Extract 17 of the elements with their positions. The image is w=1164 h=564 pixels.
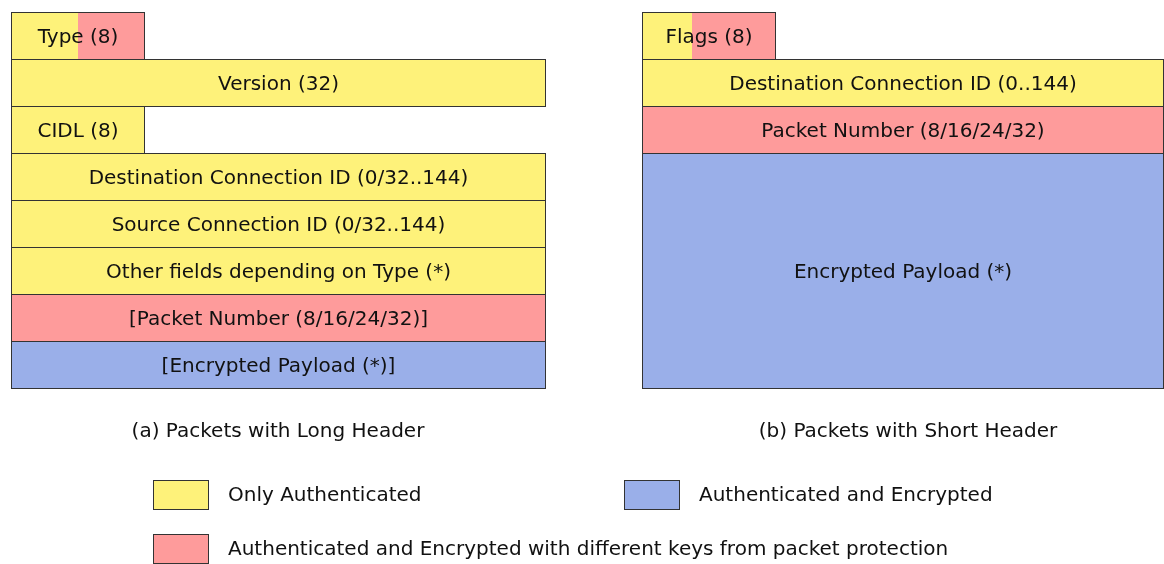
legend-label: Authenticated and Encrypted with different keys from packet protection: [228, 536, 949, 560]
flags-field: Flags (8): [642, 12, 776, 60]
version-field: Version (32): [11, 59, 546, 107]
destination-id-field: Destination Connection ID (0/32..144): [11, 153, 546, 201]
legend-label: Authenticated and Encrypted: [699, 482, 993, 506]
type-field: Type (8): [11, 12, 145, 60]
cidl-field: CIDL (8): [11, 106, 145, 154]
legend-label: Only Authenticated: [228, 482, 422, 506]
packet-number-field: [Packet Number (8/16/24/32)]: [11, 294, 546, 342]
payload-field: Encrypted Payload (*): [642, 153, 1164, 389]
source-id-field: Source Connection ID (0/32..144): [11, 200, 546, 248]
figure-caption: (a) Packets with Long Header: [131, 418, 425, 442]
other-fields-field: Other fields depending on Type (*): [11, 247, 546, 295]
payload-field: [Encrypted Payload (*)]: [11, 341, 546, 389]
figure-caption: (b) Packets with Short Header: [758, 418, 1058, 442]
destination-id-field: Destination Connection ID (0..144): [642, 59, 1164, 107]
packet-number-field: Packet Number (8/16/24/32): [642, 106, 1164, 154]
